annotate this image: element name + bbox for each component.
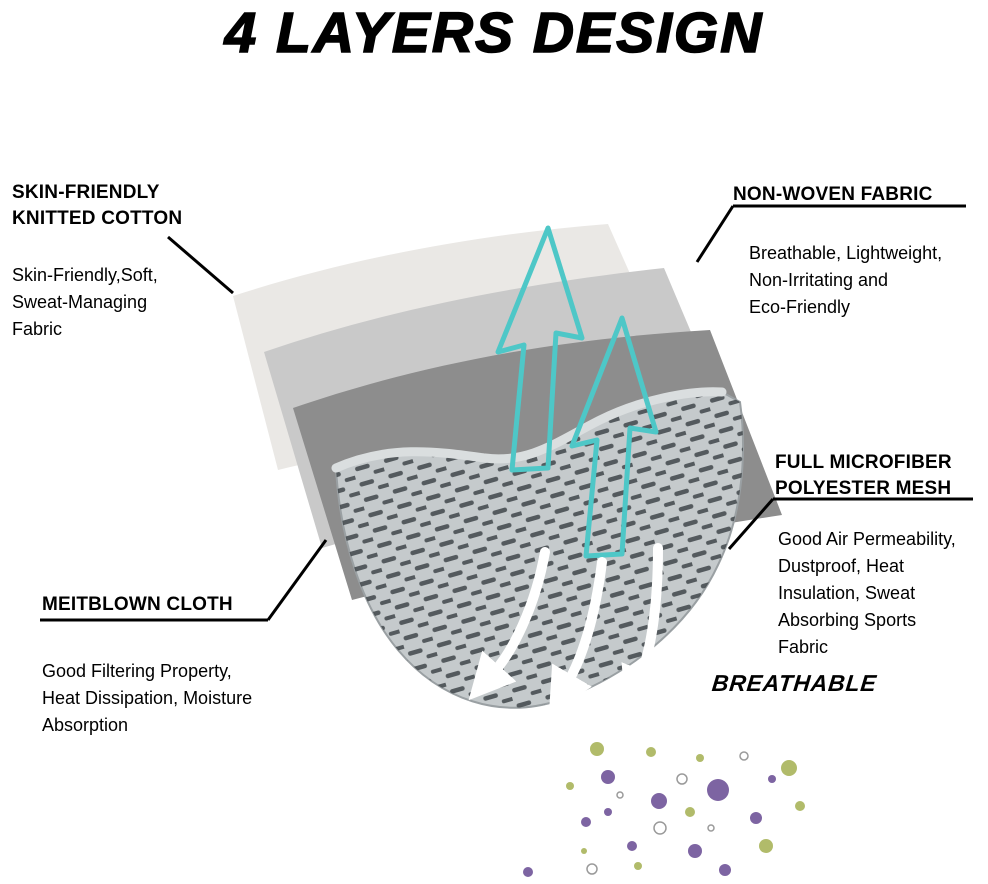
particle-olive (634, 862, 642, 870)
particle-purple (601, 770, 615, 784)
mask-layer-4-mesh (331, 387, 744, 709)
particle-outline (616, 791, 624, 799)
particle-olive (590, 742, 604, 756)
callout-heading-knitted-cotton: SKIN-FRIENDLY KNITTED COTTON (12, 182, 183, 230)
particle-outline (739, 751, 749, 761)
callout-description-non-woven: Breathable, Lightweight, Non-Irritating … (749, 243, 943, 318)
particle-outline (676, 773, 688, 785)
particle-purple (719, 864, 731, 876)
particle-outline (653, 821, 667, 835)
mesh-mask-texture (336, 391, 744, 708)
breathable-annotation: BREATHABLE (710, 670, 879, 696)
airflow-arrow-icon (548, 557, 607, 715)
callout-description-microfiber-mesh: Good Air Permeability, Dustproof, Heat I… (778, 529, 956, 658)
callout-heading-meltblown-cloth: MEITBLOWN CLOTH (42, 594, 233, 615)
callout-line-meltblown (266, 539, 328, 621)
particle-purple (604, 808, 612, 816)
callout-knitted-cotton: SKIN-FRIENDLY KNITTED COTTON Skin-Friend… (12, 180, 222, 343)
callout-line-microfiber (727, 498, 775, 550)
teal-arrow-icon (569, 315, 659, 559)
callout-line-knitted-cotton (167, 235, 234, 295)
callout-microfiber-mesh: FULL MICROFIBER POLYESTER MESH Good Air … (775, 450, 985, 661)
particle-olive (581, 848, 587, 854)
particle-purple (651, 793, 667, 809)
particle-purple (688, 844, 702, 858)
callout-description-knitted-cotton: Skin-Friendly,Soft, Sweat-Managing Fabri… (12, 265, 158, 340)
teal-arrow-icon (495, 225, 585, 473)
particle-olive (781, 760, 797, 776)
callout-line-nonwoven (695, 205, 735, 263)
particle-outline (586, 863, 598, 875)
particle-purple (768, 775, 776, 783)
white-airflow-arrows (468, 543, 665, 715)
mesh-mask-hem (331, 387, 727, 473)
particle-olive (566, 782, 574, 790)
particle-purple (523, 867, 533, 877)
particle-outline (707, 824, 715, 832)
callout-lines (40, 204, 973, 622)
particle-olive (696, 754, 704, 762)
callout-description-meltblown-cloth: Good Filtering Property, Heat Dissipatio… (42, 661, 253, 736)
particles-cluster (523, 742, 805, 877)
teal-airflow-arrows (495, 225, 659, 559)
callout-heading-microfiber-mesh: FULL MICROFIBER POLYESTER MESH (775, 452, 952, 500)
page-title: 4 LAYERS DESIGN (224, 0, 764, 66)
callout-meltblown-cloth: MEITBLOWN CLOTH Good Filtering Property,… (42, 592, 312, 739)
airflow-arrow-icon (621, 543, 665, 714)
particle-purple (581, 817, 591, 827)
airflow-arrow-icon (468, 547, 550, 701)
particle-purple (627, 841, 637, 851)
particle-olive (685, 807, 695, 817)
particle-olive (795, 801, 805, 811)
particle-olive (646, 747, 656, 757)
particle-purple (750, 812, 762, 824)
callout-heading-non-woven: NON-WOVEN FABRIC (733, 184, 933, 205)
particle-olive (759, 839, 773, 853)
callout-non-woven: NON-WOVEN FABRIC Breathable, Lightweight… (733, 182, 978, 321)
particle-purple (707, 779, 729, 801)
